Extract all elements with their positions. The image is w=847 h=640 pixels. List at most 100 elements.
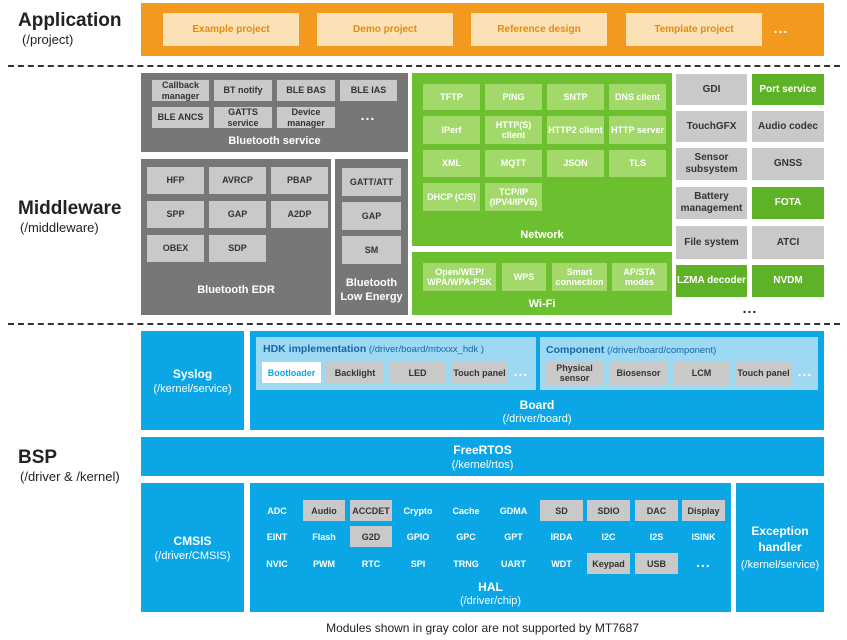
bt-service-ble-ancs: BLE ANCS <box>152 107 209 128</box>
board-title: Board <box>519 397 555 412</box>
network-http-server: HTTP server <box>609 116 666 144</box>
bt-edr-spp: SPP <box>147 201 204 228</box>
cmsis-title: CMSIS <box>173 533 212 548</box>
hal-spi: SPI <box>397 553 439 574</box>
network-tcpip: TCP/IP (IPV4/IPV6) <box>485 183 542 211</box>
bt-service-more: ... <box>360 107 376 123</box>
hal-path: (/driver/chip) <box>459 594 522 607</box>
mw-port-service: Port service <box>752 74 824 105</box>
component-physical-sensor: Physical sensor <box>545 361 604 385</box>
wifi-wps: WPS <box>502 263 546 291</box>
hdk-backlight: Backlight <box>326 362 384 383</box>
freertos-path: (/kernel/rtos) <box>451 458 514 471</box>
board-label: Board (/driver/board) <box>250 396 824 426</box>
board-path: (/driver/board) <box>502 412 572 425</box>
wifi-smart-connection: Smart connection <box>552 263 607 291</box>
hal-more: ... <box>696 554 711 570</box>
bt-edr-pbap: PBAP <box>271 167 328 194</box>
bt-edr-sdp: SDP <box>209 235 266 262</box>
hdk-touch-panel: Touch panel <box>451 362 508 383</box>
component-title: Component <box>546 344 605 356</box>
freertos-block: FreeRTOS (/kernel/rtos) <box>141 437 824 476</box>
bsp-layer-label: BSP (/driver & /kernel) <box>18 447 140 484</box>
hal-crypto: Crypto <box>397 500 439 521</box>
hdk-header: HDK implementation (/driver/board/mtxxxx… <box>263 343 533 355</box>
bt-service-ble-ias: BLE IAS <box>340 80 397 101</box>
component-lcm: LCM <box>673 361 730 385</box>
hal-accdet: ACCDET <box>350 500 392 521</box>
mw-sensor-subsystem: Sensor subsystem <box>676 148 747 180</box>
hal-sdio: SDIO <box>587 500 630 521</box>
mw-lzma-decoder: LZMA decoder <box>676 265 747 297</box>
bt-service-device-manager: Device manager <box>277 107 335 128</box>
hal-gpio: GPIO <box>397 526 439 547</box>
hal-dac: DAC <box>635 500 678 521</box>
hal-i2s: I2S <box>635 526 678 547</box>
hal-gpt: GPT <box>492 526 535 547</box>
bsp-layer-title: BSP <box>18 447 58 468</box>
application-layer-path: (/project) <box>22 32 74 47</box>
cmsis-path: (/driver/CMSIS) <box>154 549 231 562</box>
component-header: Component (/driver/board/component) <box>546 344 816 356</box>
network-sntp: SNTP <box>547 84 604 110</box>
hal-rtc: RTC <box>350 553 392 574</box>
hal-usb: USB <box>635 553 678 574</box>
hdk-bootloader: Bootloader <box>262 362 321 383</box>
network-xml: XML <box>423 150 480 177</box>
hal-display: Display <box>682 500 725 521</box>
application-item-reference-design: Reference design <box>471 13 607 46</box>
component-biosensor: Biosensor <box>609 361 668 385</box>
exception-path: (/kernel/service) <box>740 559 820 572</box>
mw-gdi: GDI <box>676 74 747 105</box>
exception-title: Exception handler <box>751 523 809 554</box>
hal-keypad: Keypad <box>587 553 630 574</box>
mw-side-more: ... <box>742 300 758 316</box>
network-https-client: HTTP(S) client <box>485 116 542 144</box>
bt-le-gap: GAP <box>342 202 401 230</box>
bt-service-ble-bas: BLE BAS <box>277 80 335 101</box>
wifi-open-wep-wpa: Open/WEP/ WPA/WPA-PSK <box>423 263 496 291</box>
bt-edr-a2dp: A2DP <box>271 201 328 228</box>
bt-edr-gap: GAP <box>209 201 266 228</box>
hal-uart: UART <box>492 553 535 574</box>
wifi-ap-sta-modes: AP/STA modes <box>612 263 667 291</box>
freertos-title: FreeRTOS <box>453 442 512 457</box>
network-mqtt: MQTT <box>485 150 542 177</box>
mw-battery-management: Battery management <box>676 187 747 219</box>
application-layer-title: Application <box>18 10 122 31</box>
hal-sd: SD <box>540 500 583 521</box>
mw-file-system: File system <box>676 226 747 259</box>
hal-gdma: GDMA <box>492 500 535 521</box>
bt-edr-obex: OBEX <box>147 235 204 262</box>
hdk-more: ... <box>513 363 529 379</box>
middleware-layer-title: Middleware <box>18 198 122 219</box>
hal-label: HAL (/driver/chip) <box>250 577 731 609</box>
application-item-template-project: Template project <box>626 13 762 46</box>
hal-trng: TRNG <box>444 553 488 574</box>
hal-wdt: WDT <box>540 553 583 574</box>
syslog-path: (/kernel/service) <box>153 382 232 395</box>
wifi-title: Wi-Fi <box>528 298 556 310</box>
application-item-demo-project: Demo project <box>317 13 453 46</box>
mw-audio-codec: Audio codec <box>752 111 824 142</box>
network-tls: TLS <box>609 150 666 177</box>
mw-nvdm: NVDM <box>752 265 824 297</box>
hal-g2d: G2D <box>350 526 392 547</box>
exception-handler-block: Exception handler (/kernel/service) <box>736 483 824 612</box>
bt-le-sm: SM <box>342 236 401 264</box>
mw-gnss: GNSS <box>752 148 824 180</box>
component-more: ... <box>797 363 813 379</box>
hal-i2c: I2C <box>587 526 630 547</box>
hal-nvic: NVIC <box>256 553 298 574</box>
network-iperf: IPerf <box>423 116 480 144</box>
bt-edr-avrcp: AVRCP <box>209 167 266 194</box>
syslog-title: Syslog <box>172 366 213 381</box>
bsp-layer-path: (/driver & /kernel) <box>20 469 120 484</box>
network-http2-client: HTTP2 client <box>547 116 604 144</box>
hal-isink: ISINK <box>682 526 725 547</box>
network-tftp: TFTP <box>423 84 480 110</box>
footnote: Modules shown in gray color are not supp… <box>326 621 639 635</box>
bt-service-gatts-service: GATTS service <box>214 107 272 128</box>
bt-service-bt-notify: BT notify <box>214 80 272 101</box>
hdk-led: LED <box>389 362 446 383</box>
